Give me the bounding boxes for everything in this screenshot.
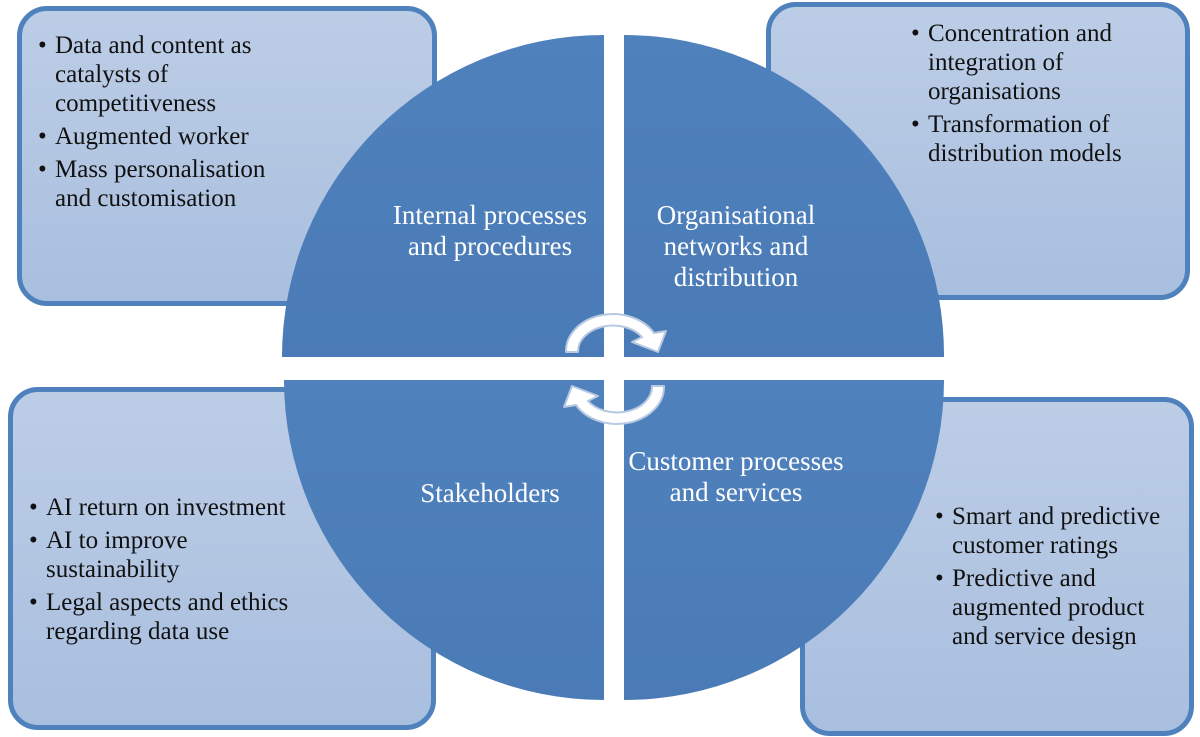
lower-cycle-arrow-icon <box>563 385 666 425</box>
bullet-item: AI to improve sustainability <box>29 526 309 584</box>
upper-cycle-arrow-icon <box>564 313 667 353</box>
internal-processes-label: Internal processes and procedures <box>392 200 588 261</box>
top-left-bullet-list: Data and content as catalysts of competi… <box>38 31 298 217</box>
stakeholders-label: Stakeholders <box>420 478 560 508</box>
bullet-item: Data and content as catalysts of competi… <box>38 31 298 118</box>
bottom-right-bullet-list: Smart and predictive customer ratings Pr… <box>935 502 1185 655</box>
organisational-networks-label: Organisational networks and distribution <box>656 200 816 292</box>
customer-processes-label: Customer processes and services <box>628 446 844 507</box>
bullet-item: Transformation of distribution models <box>911 110 1151 168</box>
bullet-item: Legal aspects and ethics regarding data … <box>29 588 309 646</box>
bullet-item: AI return on investment <box>29 493 309 522</box>
bullet-item: Augmented worker <box>38 122 298 151</box>
quadrant-top-left <box>282 35 604 357</box>
bottom-left-bullet-list: AI return on investment AI to improve su… <box>29 493 309 650</box>
quadrant-bottom-left <box>284 380 604 700</box>
bullet-item: Concentration and integration of organis… <box>911 19 1151 106</box>
bullet-item: Mass personalisation and customisation <box>38 155 298 213</box>
bullet-item: Predictive and augmented product and ser… <box>935 564 1185 651</box>
bullet-item: Smart and predictive customer ratings <box>935 502 1185 560</box>
quadrant-top-right <box>624 35 945 357</box>
top-right-bullet-list: Concentration and integration of organis… <box>911 19 1151 172</box>
quadrant-bottom-right <box>624 380 944 700</box>
